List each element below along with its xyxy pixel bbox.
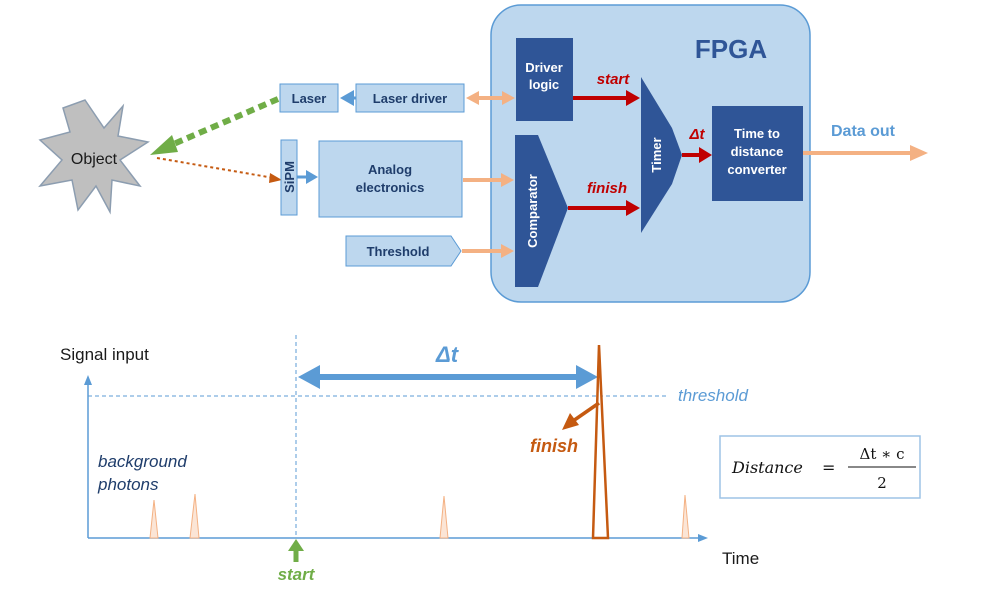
analog-electronics-label-1: Analog [368,162,412,177]
delta-t-signal-arrow [699,147,712,163]
object-label: Object [71,151,118,168]
timer-label: Timer [649,137,664,172]
laser-beam-line [160,96,280,152]
delta-t-arrow-left [298,365,320,389]
finish-pointer-line [572,401,600,423]
threshold-to-comparator-arrow [501,244,514,258]
background-photon-pulse [149,499,159,539]
background-photon-pulse [439,495,449,539]
analog-to-comparator-arrow [501,173,514,187]
finish-signal-label: finish [587,180,627,197]
time-axis-label: Time [722,549,759,568]
time-to-distance-converter-block [712,106,803,201]
delta-t-label: Δt [435,342,460,367]
start-signal-arrow [626,90,640,106]
background-photon-pulse [189,493,200,539]
object-star-shape [38,99,150,215]
x-axis-arrow [698,534,708,542]
analog-electronics-block [318,140,463,218]
laser-driver-block [355,83,465,113]
analog-electronics-label-2: electronics [356,180,425,195]
signal-pulse [591,344,610,540]
timer-block [641,77,682,233]
finish-label: finish [530,436,578,456]
finish-pointer-arrow [562,413,579,430]
laser-label: Laser [292,91,327,106]
laser-beam-arrowhead [150,135,178,155]
converter-label-1: Time to [734,126,780,141]
background-photons-label-1: background [98,452,187,471]
return-beam-line [156,157,275,179]
start-label: start [278,565,316,584]
start-marker-arrow [288,539,304,551]
formula-lhs: Distance [731,458,803,477]
laser-driver-label: Laser driver [373,91,447,106]
formula-numerator: Δt ∗ c [860,445,905,463]
sipm-label: SiPM [282,161,297,193]
threshold-block-label: Threshold [367,244,430,259]
y-axis-arrow [84,375,92,385]
comparator-label: Comparator [525,174,540,248]
driver-logic-label-1: Driver [525,60,563,75]
data-out-label: Data out [831,123,896,140]
delta-t-arrow-right [576,365,598,389]
fpga-title: FPGA [695,34,767,64]
threshold-block [345,235,462,267]
delta-t-signal-label: Δt [688,126,705,143]
formula-denominator: 2 [877,474,887,492]
laser-block [279,83,339,113]
driver-logic-block [516,38,573,121]
start-signal-label: start [597,71,631,88]
driver-bus-arrow-right [502,91,515,105]
data-out-arrow [910,145,928,161]
laser-driver-to-laser-arrow [340,90,354,106]
signal-input-label: Signal input [60,345,149,364]
threshold-label: threshold [678,386,748,405]
background-photons-label-2: photons [97,475,159,494]
converter-label-2: distance [731,144,784,159]
driver-bus-arrow-left [466,91,479,105]
sipm-to-analog-arrow [306,170,318,184]
driver-logic-label-2: logic [529,77,559,92]
comparator-block [515,135,568,287]
return-beam-arrowhead [269,173,282,183]
converter-label-3: converter [727,162,786,177]
formula-equals: = [822,458,835,477]
finish-signal-arrow [626,200,640,216]
background-photon-pulse [681,494,690,539]
